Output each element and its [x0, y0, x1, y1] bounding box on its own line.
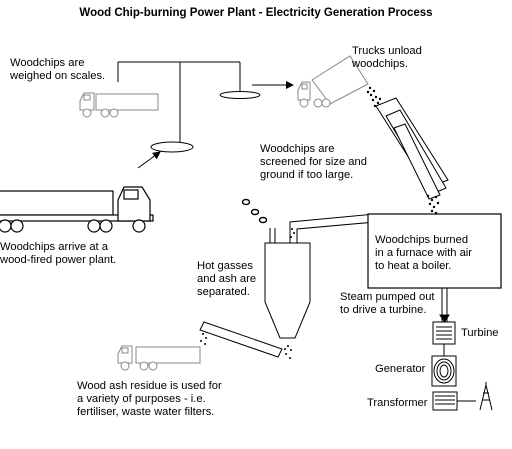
label-transformer: Transformer: [367, 397, 428, 409]
transformer: [432, 391, 476, 411]
tipping-truck: [297, 55, 369, 108]
ash-falling: [200, 333, 207, 345]
turbine: [432, 321, 456, 356]
arrow-to-scales: [137, 151, 161, 169]
diagram-title: Wood Chip-burning Power Plant - Electric…: [79, 7, 433, 19]
furnace-box: [367, 213, 502, 289]
label-furnace: Woodchips burned in a furnace with air t…: [375, 234, 473, 272]
steam-pipe: [439, 288, 450, 323]
weighing-scale: [117, 61, 261, 153]
ash-separator: [264, 213, 376, 339]
label-turbine: Turbine: [461, 327, 499, 339]
label-ash-residue: Wood ash residue is used for a variety o…: [77, 380, 222, 418]
ash-truck: [117, 345, 201, 371]
ash-conveyor: [199, 321, 283, 358]
truck-on-scale: [79, 92, 159, 118]
label-weighed: Woodchips are weighed on scales.: [10, 57, 106, 82]
label-hot-gasses: Hot gasses and ash are separated.: [197, 260, 257, 298]
delivery-truck: [0, 186, 154, 233]
label-steam: Steam pumped out to drive a turbine.: [340, 291, 435, 316]
label-screened: Woodchips are screened for size and grou…: [260, 143, 367, 181]
generator: [431, 355, 457, 387]
ash-particles: [284, 228, 295, 359]
label-generator: Generator: [375, 363, 426, 375]
label-trucks-unload: Trucks unload woodchips.: [352, 45, 422, 70]
falling-woodchips: [366, 86, 382, 108]
label-arrive: Woodchips arrive at a wood-fired power p…: [0, 241, 117, 266]
smoke-puffs: [241, 198, 268, 224]
screened-chips: [426, 194, 440, 215]
power-pylon: [479, 382, 493, 411]
screener: [375, 97, 449, 200]
